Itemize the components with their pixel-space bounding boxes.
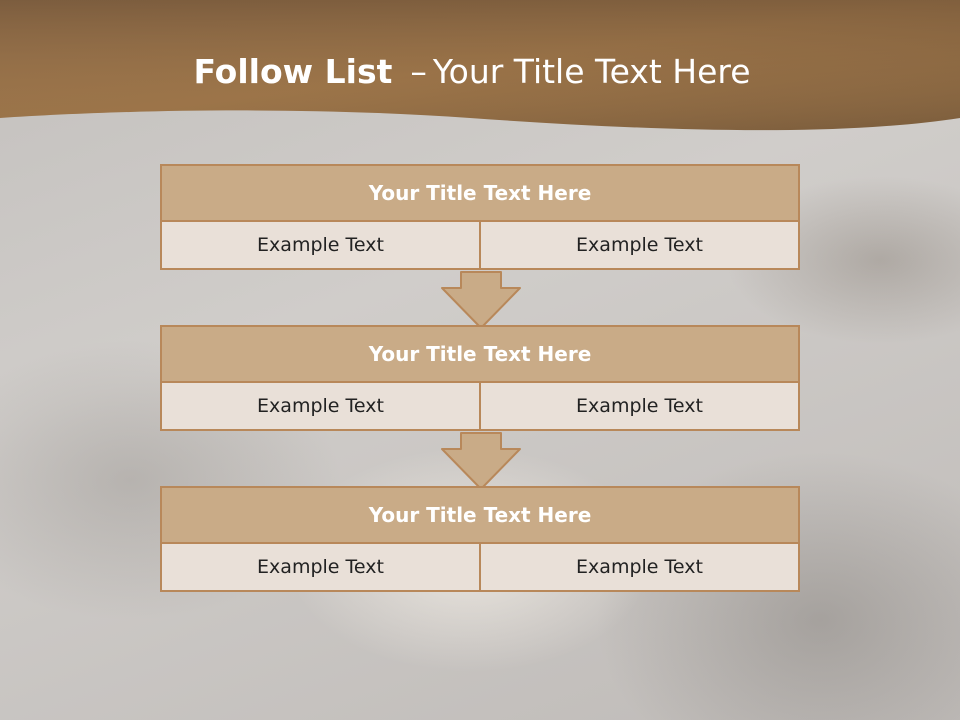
step-block-2: Your Title Text Here Example Text Exampl… (160, 325, 800, 431)
slide-title-rest: Your Title Text Here (432, 52, 751, 91)
step-cell-left: Example Text (160, 220, 481, 270)
header-band (0, 0, 960, 131)
step-cell-right: Example Text (481, 220, 800, 270)
step-cell-right: Example Text (481, 381, 800, 431)
step-row: Example Text Example Text (160, 542, 800, 592)
step-block-1: Your Title Text Here Example Text Exampl… (160, 164, 800, 270)
slide-title: Follow List–Your Title Text Here (0, 52, 944, 91)
step-row: Example Text Example Text (160, 381, 800, 431)
step-title: Your Title Text Here (160, 164, 800, 222)
down-arrow-icon (441, 432, 521, 490)
down-arrow-icon (441, 271, 521, 329)
step-title: Your Title Text Here (160, 486, 800, 544)
step-row: Example Text Example Text (160, 220, 800, 270)
step-cell-left: Example Text (160, 542, 481, 592)
step-cell-right: Example Text (481, 542, 800, 592)
step-block-3: Your Title Text Here Example Text Exampl… (160, 486, 800, 592)
step-cell-left: Example Text (160, 381, 481, 431)
slide-title-bold: Follow List (193, 52, 393, 91)
step-title: Your Title Text Here (160, 325, 800, 383)
slide-title-dash: – (410, 52, 427, 91)
